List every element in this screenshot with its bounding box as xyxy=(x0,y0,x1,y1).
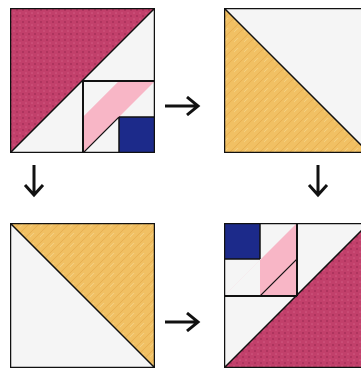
quilt-block-step-2 xyxy=(224,8,361,153)
quilt-block-icon xyxy=(10,8,155,153)
quilt-block-icon xyxy=(224,8,361,153)
quilt-block-step-1 xyxy=(10,8,155,153)
arrow-right-icon xyxy=(163,94,203,118)
quilt-block-step-3 xyxy=(10,223,155,368)
navy-square xyxy=(224,223,260,259)
navy-square xyxy=(119,117,155,153)
quilt-block-icon xyxy=(10,223,155,368)
quilt-block-step-4 xyxy=(224,223,361,368)
quilt-block-icon xyxy=(224,223,361,368)
arrow-down-icon xyxy=(22,163,46,199)
arrow-down-icon xyxy=(306,163,330,199)
arrow-right-icon xyxy=(163,310,203,334)
